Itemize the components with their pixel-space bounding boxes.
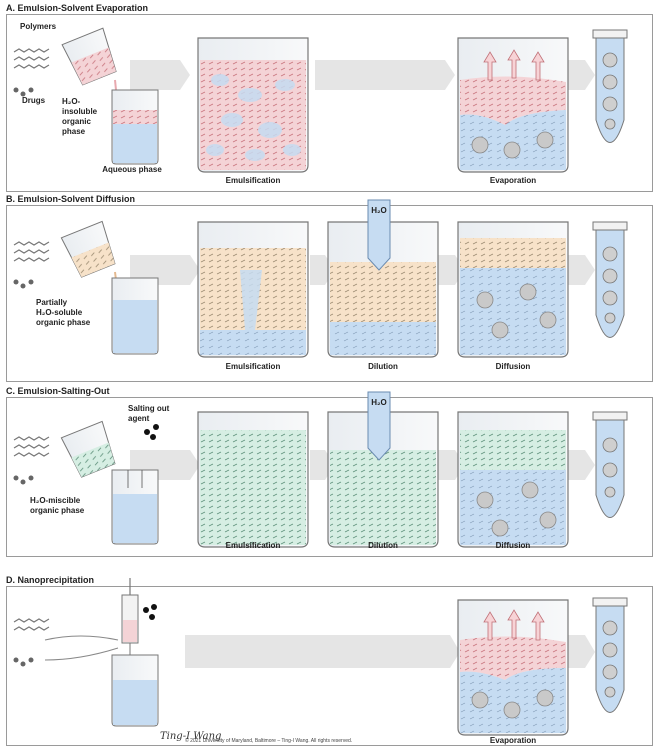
label-evaporation-a: Evaporation bbox=[489, 176, 537, 185]
polymer-chains-a bbox=[13, 48, 50, 69]
water-addition-b bbox=[367, 199, 391, 271]
panel-b-title: B. Emulsion-Solvent Diffusion bbox=[6, 194, 136, 204]
label-diffusion-c: Diffusion bbox=[495, 541, 531, 550]
label-organic-c1: H₂O-miscible bbox=[30, 496, 81, 505]
label-emulsification-a: Emulsification bbox=[225, 176, 281, 185]
artist-signature: Ting-I Wang bbox=[160, 731, 222, 742]
panel-d-title: D. Nanoprecipitation bbox=[6, 575, 95, 585]
label-organic-b1: Partially bbox=[36, 298, 68, 307]
panel-a-title: A. Emulsion-Solvent Evaporation bbox=[6, 3, 149, 13]
label-emulsification-c: Emulsification bbox=[225, 541, 281, 550]
evaporation-arrows-d bbox=[483, 609, 545, 641]
evaporation-arrows-a bbox=[483, 49, 545, 81]
label-drugs: Drugs bbox=[22, 96, 46, 105]
label-salting-1: Salting out bbox=[128, 404, 170, 413]
panel-c-title: C. Emulsion-Salting-Out bbox=[6, 386, 110, 396]
label-evaporation-d: Evaporation bbox=[489, 736, 537, 745]
process-arrows bbox=[130, 60, 595, 668]
label-organic-a4: phase bbox=[62, 127, 86, 136]
label-salting-2: agent bbox=[128, 414, 150, 423]
label-organic-a1: H₂O- bbox=[62, 97, 81, 106]
test-tube-a bbox=[592, 29, 628, 143]
label-dilution-c: Dilution bbox=[368, 541, 398, 550]
label-aqueous-phase: Aqueous phase bbox=[102, 165, 162, 174]
label-emulsification-b: Emulsification bbox=[225, 362, 281, 371]
label-dilution-b: Dilution bbox=[368, 362, 398, 371]
label-organic-b2: H₂O-soluble bbox=[36, 308, 83, 317]
label-organic-a2: insoluble bbox=[62, 107, 98, 116]
syringe-d bbox=[121, 578, 139, 680]
label-water-b: H₂O bbox=[371, 206, 387, 215]
copyright-credit: © 2021 University of Maryland, Baltimore… bbox=[185, 738, 353, 744]
label-polymers: Polymers bbox=[20, 22, 57, 31]
label-organic-c2: organic phase bbox=[30, 506, 85, 515]
water-addition-c bbox=[367, 391, 391, 461]
label-organic-a3: organic bbox=[62, 117, 91, 126]
label-water-c: H₂O bbox=[371, 398, 387, 407]
pouring-beaker-a bbox=[61, 27, 117, 86]
label-diffusion-b: Diffusion bbox=[495, 362, 531, 371]
drug-dots-a bbox=[13, 87, 34, 97]
label-organic-b3: organic phase bbox=[36, 318, 91, 327]
